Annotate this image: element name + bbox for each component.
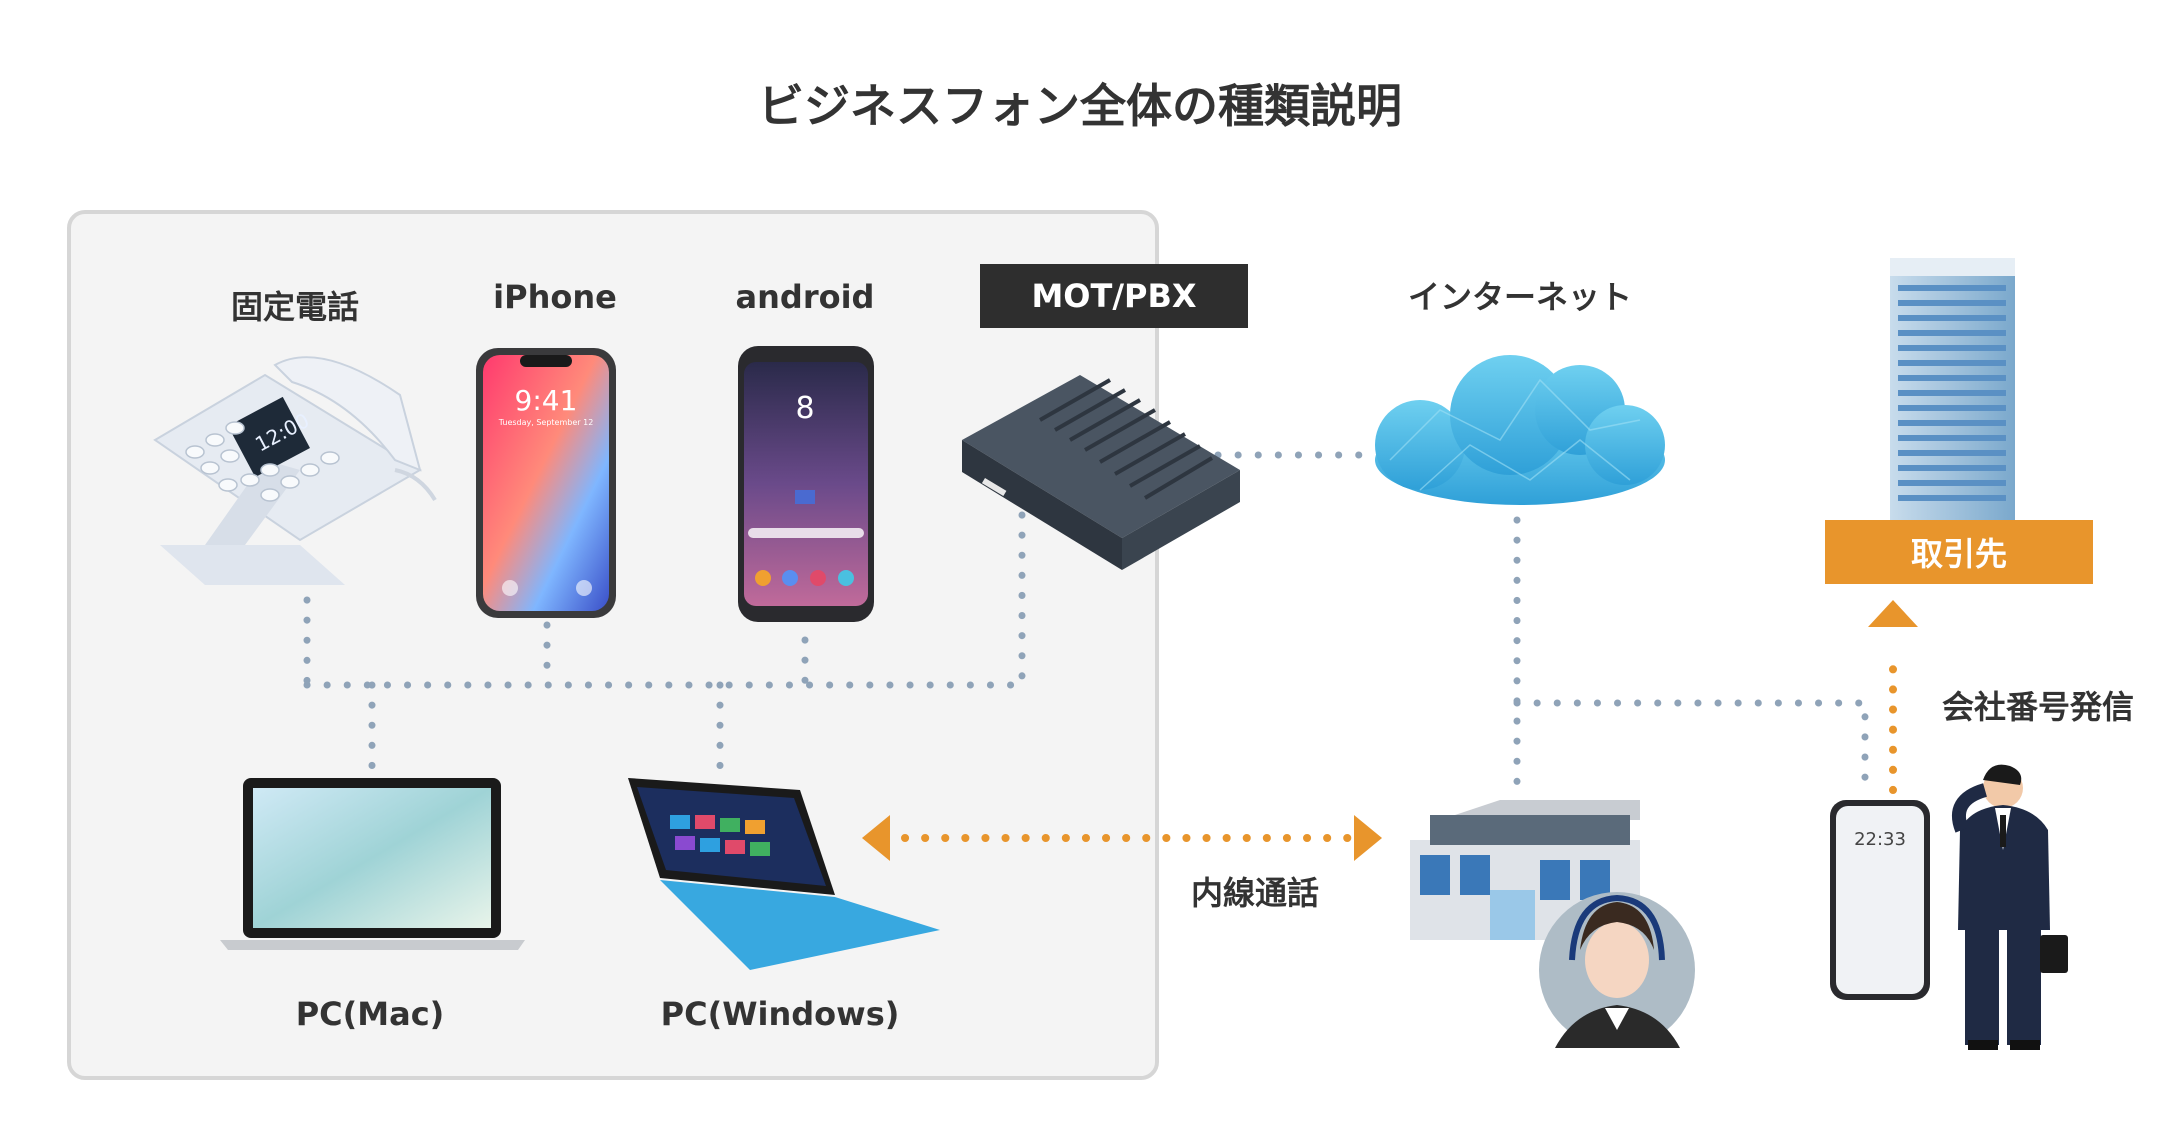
businessman-icon <box>1951 764 2068 1050</box>
svg-text:22:33: 22:33 <box>1854 829 1906 850</box>
partner-label: 取引先 <box>1825 520 2093 584</box>
outgoing-call-arrow <box>1868 600 1918 794</box>
connection-lines <box>303 451 1869 794</box>
iphone-device-icon: 9:41 Tuesday, September 12 <box>476 348 616 618</box>
pc-mac-label: PC(Mac) <box>295 995 445 1033</box>
android-device-icon: 8 <box>738 346 874 622</box>
page-title: ビジネスフォン全体の種類説明 <box>758 79 1402 133</box>
landline-label: 固定電話 <box>230 288 359 326</box>
svg-text:8: 8 <box>795 391 814 426</box>
svg-text:9:41: 9:41 <box>515 384 578 417</box>
internet-cloud-icon <box>1375 355 1665 505</box>
partner-building-icon <box>1890 258 2015 520</box>
mac-laptop-icon <box>220 778 525 950</box>
extension-call-label: 内線通話 <box>1190 874 1319 912</box>
pc-windows-label: PC(Windows) <box>660 995 900 1033</box>
operator-avatar-icon <box>1539 892 1695 1048</box>
windows-tablet-icon <box>628 778 940 970</box>
extension-call-arrow <box>862 815 1382 861</box>
pbx-label: MOT/PBX <box>980 264 1248 328</box>
pbx-unit-icon <box>962 375 1240 570</box>
outgoing-call-label: 会社番号発信 <box>1941 688 2134 726</box>
mobile-phone-icon: 22:33 <box>1830 800 1930 1000</box>
iphone-label: iPhone <box>493 278 617 316</box>
internet-mobile-link <box>1513 699 1869 794</box>
internet-label: インターネット <box>1407 278 1632 316</box>
landline-phone-icon: 12:00 <box>153 356 437 585</box>
android-label: android <box>735 278 875 316</box>
svg-text:Tuesday, September 12: Tuesday, September 12 <box>498 418 594 427</box>
